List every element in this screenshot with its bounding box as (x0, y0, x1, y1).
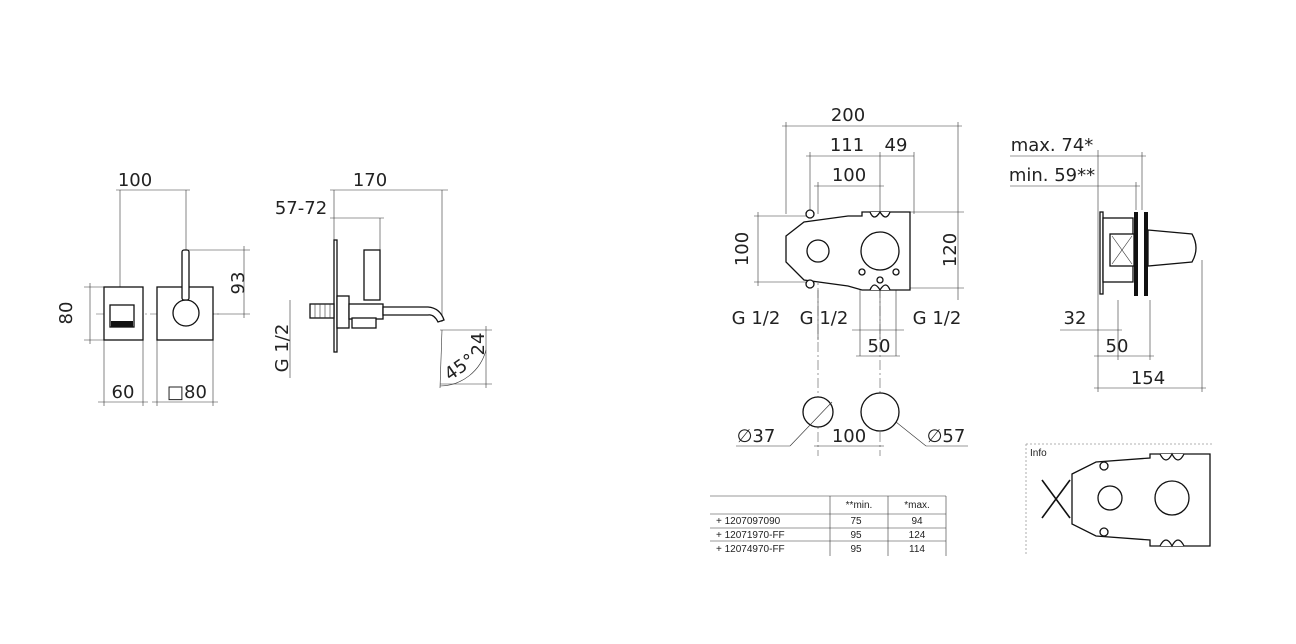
dim-side-thread: G 1/2 (272, 324, 293, 373)
table-header-max: *max. (904, 500, 930, 511)
wall-hole-57 (860, 392, 900, 432)
depth-body (1147, 229, 1197, 267)
info-panel: Info (1025, 443, 1214, 554)
lever-side (363, 249, 381, 301)
info-box (1071, 453, 1211, 547)
side-view: 170 57-72 G 1/2 45° 24 (272, 170, 492, 389)
dim-hole-small: ∅37 (737, 426, 776, 447)
table-cell: 124 (909, 530, 926, 541)
dim-box-g3: G 1/2 (913, 308, 962, 329)
box-view: 200 111 49 100 100 120 G 1/2 G 1/2 G 1/2… (732, 105, 968, 456)
table-cell: 95 (850, 544, 862, 555)
depth-view: max. 74* min. 59** 32 50 154 (1009, 135, 1206, 392)
dim-depth-32: 32 (1064, 308, 1087, 329)
info-label: Info (1030, 448, 1047, 459)
table-header-min: **min. (846, 500, 873, 511)
handle-knob (172, 299, 200, 327)
table-cell: 114 (909, 544, 925, 555)
dim-box-g2: G 1/2 (800, 308, 849, 329)
dim-front-right: □80 (167, 382, 207, 403)
dim-depth-154: 154 (1131, 368, 1165, 389)
table-cell: 75 (850, 516, 862, 527)
dim-box-width: 200 (831, 105, 865, 126)
dim-depth-min: min. 59** (1009, 165, 1095, 186)
front-view: 100 80 93 60 □80 (56, 170, 250, 406)
dim-box-c: 100 (832, 165, 866, 186)
dim-front-height: 80 (56, 302, 77, 325)
dim-depth-max: max. 74* (1011, 135, 1094, 156)
dim-box-g1: G 1/2 (732, 308, 781, 329)
dim-side-length: 170 (353, 170, 387, 191)
dim-side-spout: 24 (468, 333, 489, 356)
table-cell: + 12071970-FF (716, 530, 785, 541)
dim-depth-50: 50 (1106, 336, 1129, 357)
table-cell: + 1207097090 (716, 516, 781, 527)
dim-side-range: 57-72 (275, 198, 327, 219)
dim-box-height-left: 100 (732, 232, 753, 266)
table-cell: 94 (911, 516, 923, 527)
box-hole-small (806, 239, 830, 263)
spout (382, 306, 445, 323)
outlet-icon (111, 321, 133, 327)
dim-box-a: 111 (830, 135, 864, 156)
box-hole-large (860, 231, 900, 271)
dim-hole-distance: 100 (832, 426, 866, 447)
dim-handle-height: 93 (228, 272, 249, 295)
handle-lever (181, 249, 190, 301)
dim-front-width: 100 (118, 170, 152, 191)
dim-box-d: 50 (868, 336, 891, 357)
dim-front-left: 60 (112, 382, 135, 403)
dim-box-height-right: 120 (940, 233, 961, 267)
dim-hole-large: ∅57 (927, 426, 966, 447)
table-cell: 95 (850, 530, 862, 541)
table-cell: + 12074970-FF (716, 544, 785, 555)
dim-box-b: 49 (885, 135, 908, 156)
dimension-table: **min. *max. + 1207097090 75 94 + 120719… (710, 495, 947, 556)
wall-hole-37 (802, 396, 834, 428)
